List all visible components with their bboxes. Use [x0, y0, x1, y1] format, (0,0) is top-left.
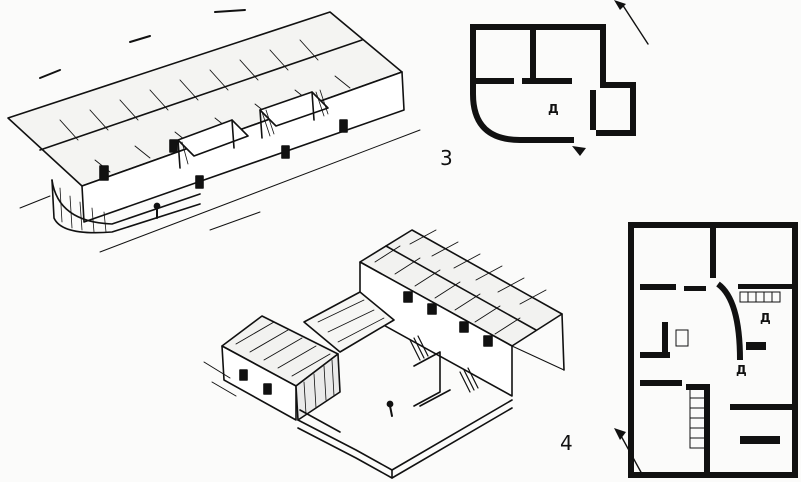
- figure-4-room-label-2: Д: [736, 363, 747, 377]
- entrance-marker-icon: [572, 146, 586, 156]
- figure-4-plan: Д Д: [628, 222, 798, 478]
- figure-4-isometric-drawing: [203, 229, 565, 479]
- figure-3-number: 3: [440, 146, 453, 170]
- figure-4-room-label-1: Д: [760, 311, 771, 325]
- figure-3-isometric-drawing: [7, 9, 421, 253]
- figure-3-room-label: Д: [548, 102, 559, 116]
- figure-4-number: 4: [560, 431, 573, 455]
- figure-3-plan: Д: [470, 24, 636, 156]
- north-arrow-icon: [614, 0, 649, 45]
- north-arrow-icon: [614, 428, 643, 475]
